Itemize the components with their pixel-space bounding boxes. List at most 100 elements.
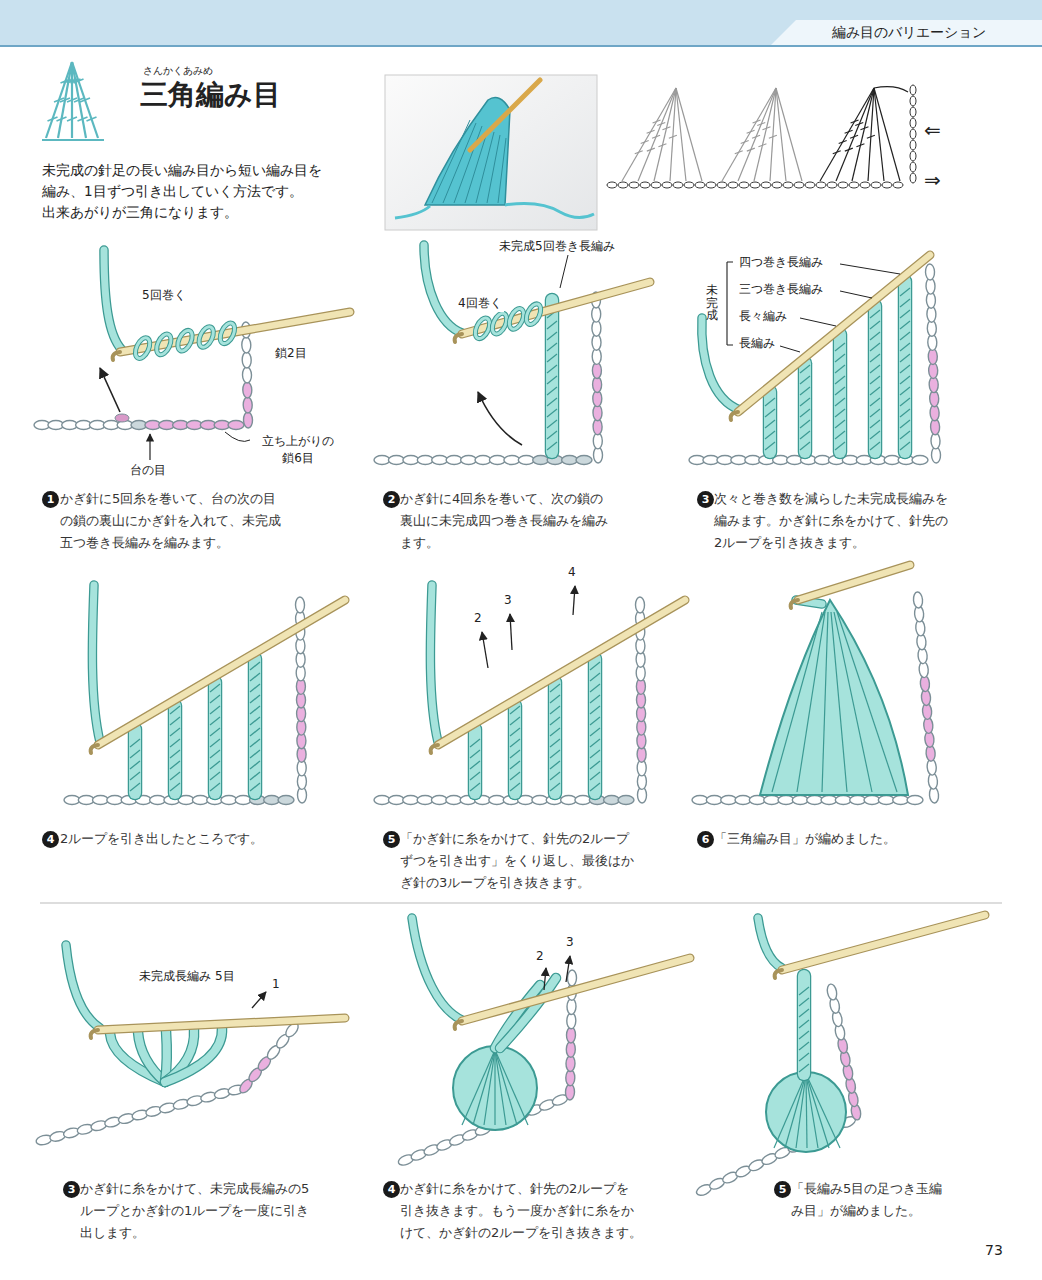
yarn-wrap-outline (506, 306, 526, 331)
stitch-twist (250, 706, 260, 714)
chart-tick (741, 140, 749, 143)
yarn-outline (412, 918, 462, 1020)
yarn-strand (764, 392, 776, 452)
stitch-twist (900, 398, 910, 406)
hook-head (775, 970, 782, 978)
chart-chain (893, 182, 903, 188)
stitch-twist (900, 321, 910, 329)
ball-stitch (806, 1074, 829, 1148)
chart-tick (747, 148, 755, 151)
stitch-twist (550, 783, 560, 791)
stitch-twist (550, 772, 560, 780)
yarn-outline (898, 281, 913, 452)
stitch-twist (835, 420, 845, 428)
stitch-twist (250, 717, 260, 725)
chain-stitch (878, 796, 894, 805)
stitch-twist (870, 343, 880, 351)
stitch-twist (547, 431, 557, 439)
stitch-twist (210, 750, 220, 758)
title-icon-line (72, 62, 98, 138)
chart-chain (871, 182, 881, 188)
stitch-twist (170, 783, 180, 791)
direction-arrow-symbol: ⇐ (924, 116, 941, 145)
chart-stitch (754, 88, 776, 181)
chart-tick (657, 123, 665, 126)
chart-stitch (622, 88, 676, 181)
chain-stitch (567, 970, 576, 986)
chart-tick (652, 135, 660, 138)
chart-stitch (676, 88, 702, 181)
stitch-twist (800, 387, 810, 395)
yarn-strand (66, 945, 100, 1028)
chain-stitch (432, 456, 448, 465)
yarn-strand (209, 682, 221, 793)
photo-texture (454, 126, 482, 203)
part-label: 三つ巻き長編み (737, 281, 825, 298)
stitch-twist (170, 761, 180, 769)
leader-line (840, 264, 900, 274)
ball-stitch (495, 1050, 517, 1125)
stitch-twist (800, 420, 810, 428)
stitch-twist (510, 783, 520, 791)
stitch-twist (835, 442, 845, 450)
chain-stitch (912, 456, 928, 465)
stitch-line (822, 612, 828, 792)
chart-chain (827, 182, 837, 188)
yarn-outline (92, 585, 100, 742)
step-caption: 次々と巻き数を減らした未完成長編みを 編みます。かぎ針に糸をかけて、針先の 2ル… (714, 488, 972, 554)
yarn-wrap (154, 332, 174, 357)
yarn-strand (869, 306, 881, 452)
ball-stitch (796, 1074, 806, 1148)
stitch-twist (870, 398, 880, 406)
chart-chain (739, 182, 749, 188)
yarn-outline (763, 392, 778, 452)
stitch-twist (835, 387, 845, 395)
yarn-wrap (523, 302, 543, 327)
leader-line (149, 434, 150, 460)
stitch-line (837, 612, 897, 792)
yarn-wrap (217, 321, 237, 346)
yarn-strand (799, 363, 811, 452)
stitch-twist (547, 332, 557, 340)
chain-stitch (749, 796, 765, 805)
stitch-twist (210, 717, 220, 725)
photo-texture (487, 135, 500, 203)
photo-hook (470, 80, 540, 150)
stitch-twist (799, 1053, 809, 1061)
ball-stitch (806, 1074, 807, 1148)
ball-stitch (774, 1074, 806, 1148)
chain-stitch (907, 796, 923, 805)
chain-stitch (533, 456, 549, 465)
callout-number: 4 (566, 564, 578, 581)
yarn-strand (589, 659, 601, 793)
stitch-twist (900, 343, 910, 351)
chain-stitch (575, 796, 591, 805)
title-icon-base (42, 139, 104, 141)
chart-chain (629, 182, 639, 188)
yarn-outline (430, 585, 438, 742)
stitch-twist (250, 761, 260, 769)
stitch-twist (130, 739, 140, 747)
yarn-strand (165, 1028, 222, 1082)
crochet-hook (98, 600, 345, 745)
photo-yarn (395, 206, 430, 218)
step-number: 6 (697, 831, 714, 848)
chain-stitch (826, 983, 838, 1000)
chart-chain (794, 182, 804, 188)
hook-head (455, 334, 462, 342)
leader-line (800, 318, 836, 326)
chart-chain (783, 182, 793, 188)
stitch-twist (470, 783, 480, 791)
stitch-twist (250, 728, 260, 736)
stitch-twist (510, 706, 520, 714)
callout-number: 2 (472, 610, 484, 627)
chart-tick (867, 135, 875, 138)
yarn-wrap-outline (489, 311, 509, 336)
yarn-outline (468, 729, 483, 793)
step-number: 1 (42, 491, 59, 508)
stitch-twist (550, 728, 560, 736)
finished-triangle (760, 600, 908, 795)
stitch-twist (470, 761, 480, 769)
stitch-twist (250, 673, 260, 681)
